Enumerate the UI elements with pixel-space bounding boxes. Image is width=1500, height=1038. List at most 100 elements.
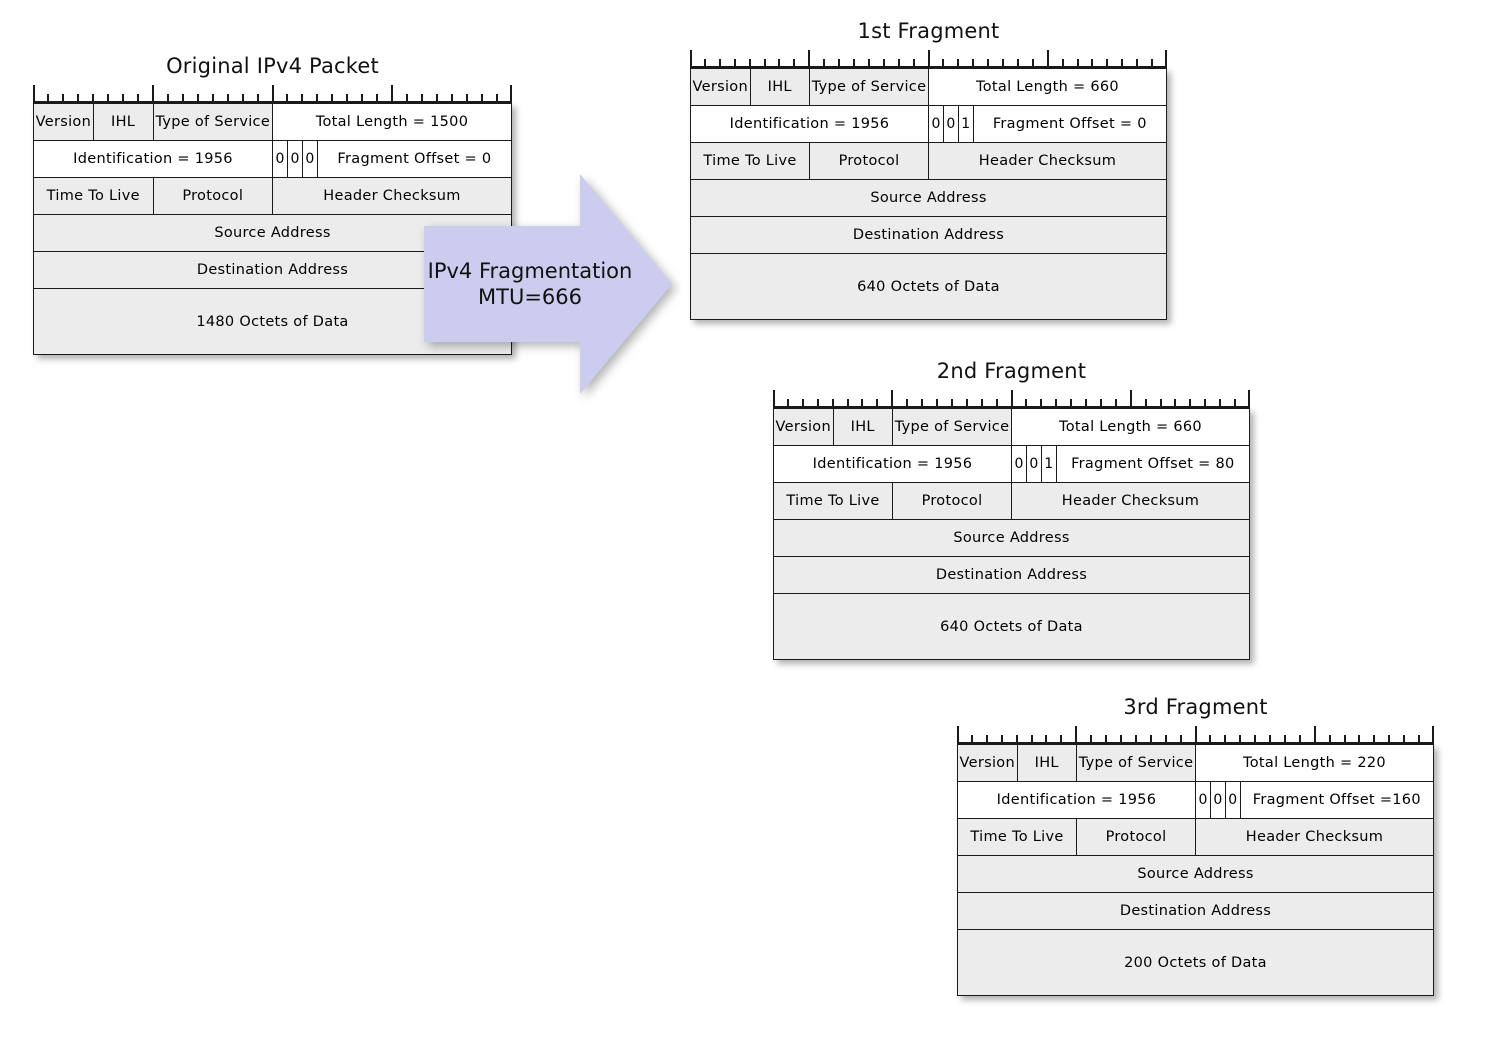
bit-ruler-original xyxy=(33,84,512,104)
ruler-tick-major xyxy=(808,50,811,69)
ruler-tick-minor xyxy=(1106,59,1109,69)
ruler-tick-minor xyxy=(921,399,924,409)
ruler-tick-minor xyxy=(466,94,469,104)
field-identification: Identification = 1956 xyxy=(957,781,1196,820)
ruler-tick-minor xyxy=(897,59,900,69)
table-row-word3: Time To Live Protocol Header Checksum xyxy=(33,177,512,216)
ruler-tick-minor xyxy=(91,94,94,104)
field-source-address: Source Address xyxy=(690,179,1167,218)
ruler-tick-minor xyxy=(421,94,424,104)
field-ihl: IHL xyxy=(749,68,810,107)
ruler-tick-minor xyxy=(816,399,819,409)
ruler-tick-minor xyxy=(1149,735,1152,745)
flag-dont-fragment: 0 xyxy=(1209,781,1226,820)
ruler-tick-major xyxy=(1129,390,1132,409)
table-row-word2: Identification = 1956 0 0 0 Fragment Off… xyxy=(33,140,513,179)
ruler-tick-minor xyxy=(1000,735,1003,745)
field-header-checksum: Header Checksum xyxy=(272,177,512,216)
ruler-tick-major xyxy=(1313,726,1316,745)
ruler-tick-minor xyxy=(861,399,864,409)
ruler-tick-minor xyxy=(481,94,484,104)
ruler-tick-minor xyxy=(763,59,766,69)
ruler-tick-minor xyxy=(995,399,998,409)
ruler-tick-major xyxy=(1248,390,1250,409)
packet-fragment3-title: 3rd Fragment xyxy=(1123,695,1268,719)
packet-fragment3-table: Version IHL Type of Service Total Length… xyxy=(957,744,1435,997)
flag-reserved: 0 xyxy=(928,105,944,144)
ruler-tick-major xyxy=(391,85,394,104)
ruler-tick-minor xyxy=(181,94,184,104)
ruler-tick-minor xyxy=(1388,735,1391,745)
ruler-tick-minor xyxy=(876,399,879,409)
ruler-tick-minor xyxy=(166,94,169,104)
fragmentation-arrow xyxy=(424,174,672,394)
bit-ruler-fragment2 xyxy=(773,389,1250,409)
table-row-word1: Version IHL Type of Service Total Length… xyxy=(690,68,1167,107)
ruler-tick-minor xyxy=(801,399,804,409)
field-total-length: Total Length = 660 xyxy=(1011,408,1250,447)
ruler-tick-minor xyxy=(846,399,849,409)
field-source-address: Source Address xyxy=(957,855,1434,894)
ruler-tick-minor xyxy=(778,59,781,69)
ruler-tick-minor xyxy=(196,94,199,104)
flag-more-fragments: 1 xyxy=(957,105,974,144)
field-identification: Identification = 1956 xyxy=(773,445,1012,484)
ruler-tick-minor xyxy=(1179,735,1182,745)
packet-fragment3: 3rd Fragment Version IHL Type of Service… xyxy=(957,695,1435,997)
ruler-tick-minor xyxy=(1114,399,1117,409)
field-total-length: Total Length = 660 xyxy=(928,68,1167,107)
field-type-of-service: Type of Service xyxy=(809,68,929,107)
ruler-tick-minor xyxy=(942,59,945,69)
ruler-tick-minor xyxy=(1403,735,1406,745)
ruler-tick-minor xyxy=(1085,399,1088,409)
ruler-tick-major xyxy=(1194,726,1197,745)
ruler-tick-minor xyxy=(1015,735,1018,745)
ruler-tick-minor xyxy=(1159,399,1162,409)
ruler-tick-minor xyxy=(1234,399,1237,409)
ruler-tick-minor xyxy=(1030,735,1033,745)
ruler-tick-major xyxy=(957,726,959,745)
ruler-tick-minor xyxy=(1119,735,1122,745)
field-time-to-live: Time To Live xyxy=(690,142,810,181)
ruler-tick-minor xyxy=(61,94,64,104)
ruler-tick-minor xyxy=(1174,399,1177,409)
field-type-of-service: Type of Service xyxy=(152,103,273,142)
ruler-tick-major xyxy=(33,85,35,104)
table-row-word2: Identification = 1956 0 0 1 Fragment Off… xyxy=(773,445,1251,484)
ruler-tick-minor xyxy=(286,94,289,104)
ruler-tick-minor xyxy=(331,94,334,104)
ruler-tick-minor xyxy=(882,59,885,69)
ruler-tick-minor xyxy=(121,94,124,104)
table-row-payload: 200 Octets of Data xyxy=(957,929,1434,997)
ruler-tick-minor xyxy=(950,399,953,409)
ruler-tick-minor xyxy=(831,399,834,409)
table-row-word1: Version IHL Type of Service Total Length… xyxy=(773,408,1250,447)
flag-dont-fragment: 0 xyxy=(942,105,959,144)
ruler-tick-minor xyxy=(703,59,706,69)
ruler-tick-minor xyxy=(1045,735,1048,745)
ruler-tick-minor xyxy=(361,94,364,104)
ruler-tick-minor xyxy=(1224,735,1227,745)
fragmentation-arrow-label: IPv4 Fragmentation MTU=666 xyxy=(424,258,636,311)
flag-reserved: 0 xyxy=(272,140,288,179)
ruler-tick-major xyxy=(690,50,692,69)
ruler-tick-minor xyxy=(733,59,736,69)
ruler-tick-major xyxy=(1165,50,1167,69)
field-version: Version xyxy=(773,408,834,447)
ruler-tick-minor xyxy=(1204,399,1207,409)
field-time-to-live: Time To Live xyxy=(957,818,1077,857)
table-row-word4: Source Address xyxy=(957,855,1434,894)
arrow-label-line2: MTU=666 xyxy=(478,285,582,310)
ruler-tick-minor xyxy=(376,94,379,104)
flag-more-fragments: 0 xyxy=(301,140,318,179)
ruler-tick-minor xyxy=(965,399,968,409)
ruler-tick-minor xyxy=(211,94,214,104)
field-payload: 640 Octets of Data xyxy=(773,593,1250,661)
ruler-tick-minor xyxy=(316,94,319,104)
ruler-tick-minor xyxy=(1105,735,1108,745)
ruler-tick-minor xyxy=(46,94,49,104)
flag-reserved: 0 xyxy=(1011,445,1027,484)
table-row-word3: Time To Live Protocol Header Checksum xyxy=(957,818,1434,857)
ruler-tick-major xyxy=(151,85,154,104)
ruler-tick-major xyxy=(1046,50,1049,69)
